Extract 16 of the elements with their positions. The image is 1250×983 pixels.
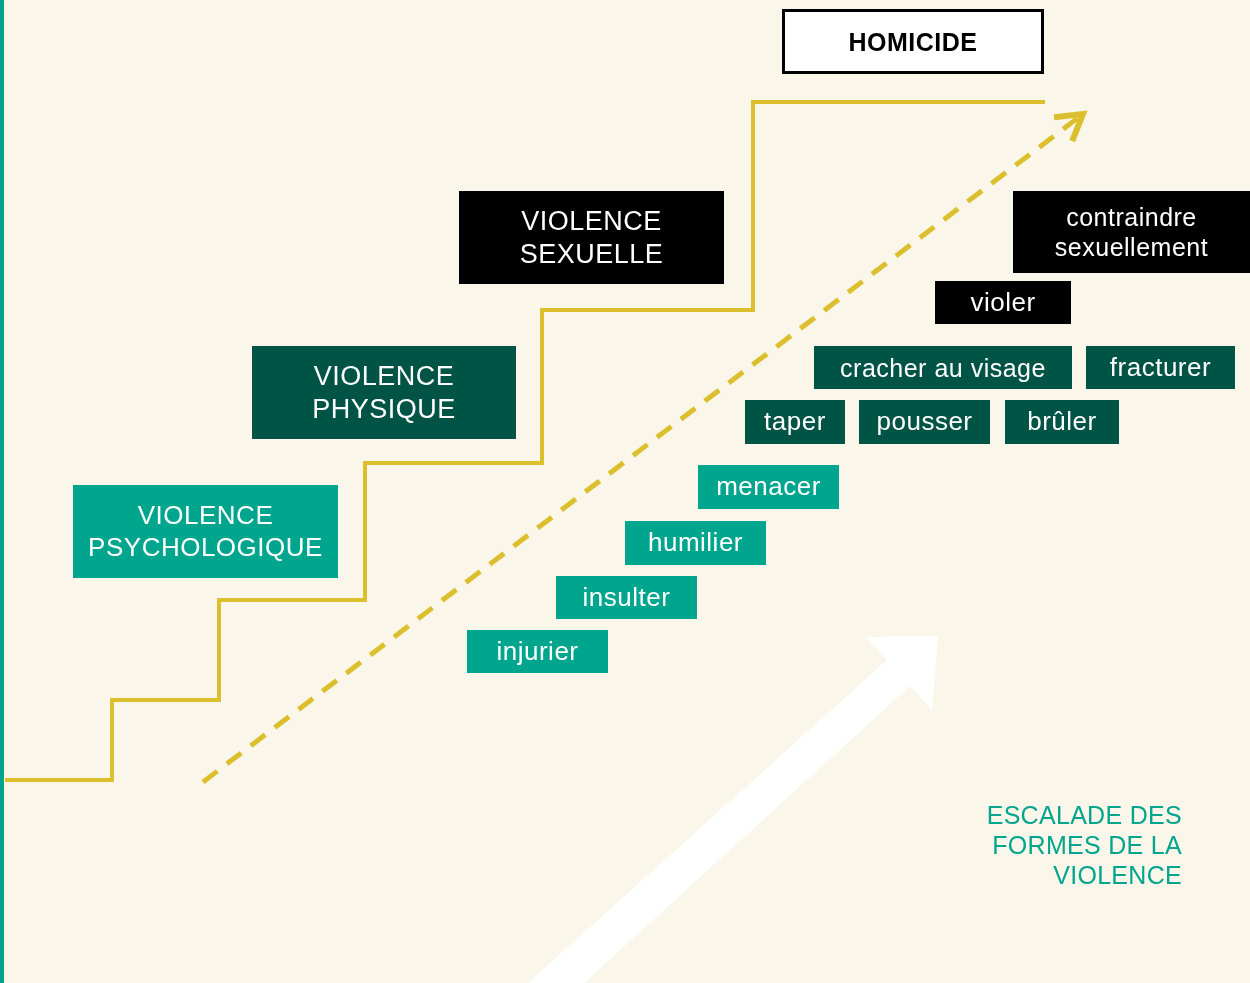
action-box: fracturer bbox=[1086, 346, 1235, 389]
category-box: VIOLENCE PHYSIQUE bbox=[252, 346, 516, 439]
caption-text: ESCALADE DES FORMES DE LA VIOLENCE bbox=[985, 800, 1182, 890]
action-box: injurier bbox=[467, 630, 608, 673]
category-box: VIOLENCE PSYCHOLOGIQUE bbox=[73, 485, 338, 578]
action-box: taper bbox=[745, 400, 845, 444]
outcome-box: HOMICIDE bbox=[782, 9, 1044, 74]
action-box: cracher au visage bbox=[814, 346, 1072, 389]
action-box: pousser bbox=[859, 400, 990, 444]
action-box: brûler bbox=[1005, 400, 1119, 444]
action-box: contraindre sexuellement bbox=[1013, 191, 1250, 273]
category-box: VIOLENCE SEXUELLE bbox=[459, 191, 724, 284]
action-box: humilier bbox=[625, 521, 766, 565]
action-box: menacer bbox=[698, 465, 839, 509]
action-box: violer bbox=[935, 281, 1071, 324]
action-box: insulter bbox=[556, 576, 697, 619]
